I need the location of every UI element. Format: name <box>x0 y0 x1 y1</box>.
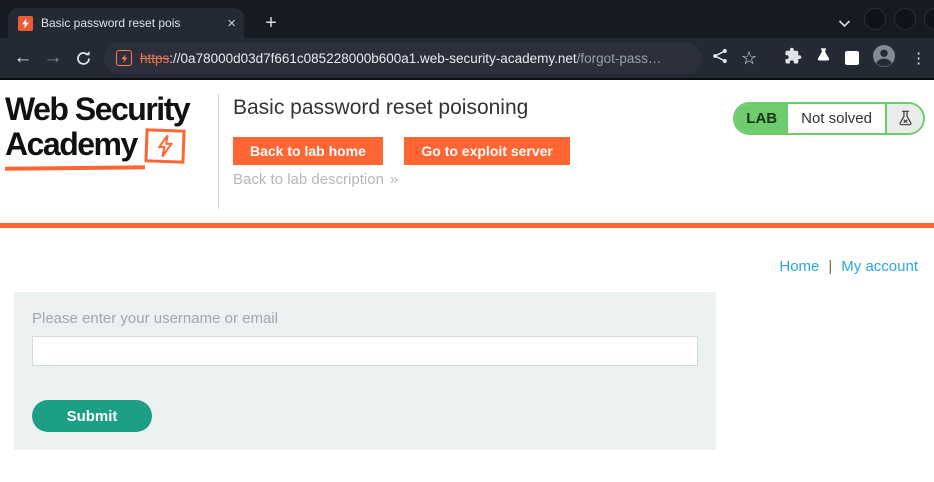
logo-line2: Academy <box>5 125 138 162</box>
menu-kebab-icon[interactable]: ⋮ <box>911 50 927 67</box>
browser-tab[interactable]: Basic password reset pois × <box>8 8 244 38</box>
back-to-lab-home-button[interactable]: Back to lab home <box>233 137 383 165</box>
username-label: Please enter your username or email <box>32 310 278 327</box>
header-divider <box>218 94 219 209</box>
tab-search-chevron-down-icon[interactable] <box>838 15 851 33</box>
tab-close-icon[interactable]: × <box>227 14 236 32</box>
window-close-button[interactable] <box>924 8 934 30</box>
browser-titlebar: Basic password reset pois × + <box>0 0 934 38</box>
lab-flask-icon <box>885 104 923 133</box>
toolbar-right-icons: ☆ ⋮ <box>712 44 926 73</box>
extensions-puzzle-icon[interactable] <box>784 47 802 70</box>
window-icon[interactable] <box>845 51 860 65</box>
window-minimize-button[interactable] <box>864 8 886 30</box>
logo-underline <box>4 165 146 172</box>
submit-button[interactable]: Submit <box>32 400 152 432</box>
url-host: 0a78000d03d7f661c085228000b600a1.web-sec… <box>180 50 577 66</box>
tab-title: Basic password reset pois <box>41 16 181 30</box>
url-scheme-separator: :// <box>169 50 181 66</box>
url-scheme: https <box>140 50 170 66</box>
back-to-lab-description-link[interactable]: Back to lab description» <box>233 171 399 188</box>
logo-line1: Web Security <box>5 91 191 127</box>
back-button[interactable]: ← <box>13 47 33 68</box>
username-input[interactable] <box>32 336 698 366</box>
reload-button[interactable] <box>68 50 98 67</box>
url-text: https://0a78000d03d7f661c085228000b600a1… <box>140 51 661 66</box>
site-lightning-favicon-icon[interactable] <box>116 50 132 66</box>
url-path: /forgot-pass… <box>576 50 662 66</box>
window-controls <box>864 8 934 30</box>
browser-toolbar: ← → https://0a78000d03d7f661c085228000b6… <box>0 38 934 80</box>
lab-title: Basic password reset poisoning <box>233 96 529 119</box>
home-link[interactable]: Home <box>779 258 820 275</box>
site-nav: Home | My account <box>0 258 934 275</box>
bookmark-star-icon[interactable]: ☆ <box>741 47 758 68</box>
lab-title-block: Basic password reset poisoning Back to l… <box>233 94 587 223</box>
url-bar[interactable]: https://0a78000d03d7f661c085228000b600a1… <box>104 42 702 74</box>
logo-lightning-icon <box>144 128 186 165</box>
go-to-exploit-server-button[interactable]: Go to exploit server <box>404 137 570 165</box>
lab-badge-label: LAB <box>735 104 789 133</box>
forgot-password-panel: Please enter your username or email Subm… <box>14 292 716 450</box>
forward-button[interactable]: → <box>43 47 63 68</box>
chevron-right-double-icon: » <box>389 171 399 188</box>
academy-header: Web Security Academy Basic password rese… <box>0 80 934 223</box>
flask-icon[interactable] <box>815 47 832 69</box>
profile-avatar[interactable] <box>872 44 896 73</box>
window-maximize-button[interactable] <box>894 8 916 30</box>
my-account-link[interactable]: My account <box>841 258 918 275</box>
nav-separator: | <box>828 258 833 275</box>
web-security-academy-logo[interactable]: Web Security Academy <box>4 91 208 223</box>
new-tab-button[interactable]: + <box>265 12 277 34</box>
lab-status-badge: LAB Not solved <box>733 102 925 135</box>
burp-lightning-favicon-icon <box>18 15 33 31</box>
share-icon[interactable] <box>712 48 728 69</box>
lab-status-text: Not solved <box>788 104 885 133</box>
header-orange-rule <box>0 223 934 228</box>
